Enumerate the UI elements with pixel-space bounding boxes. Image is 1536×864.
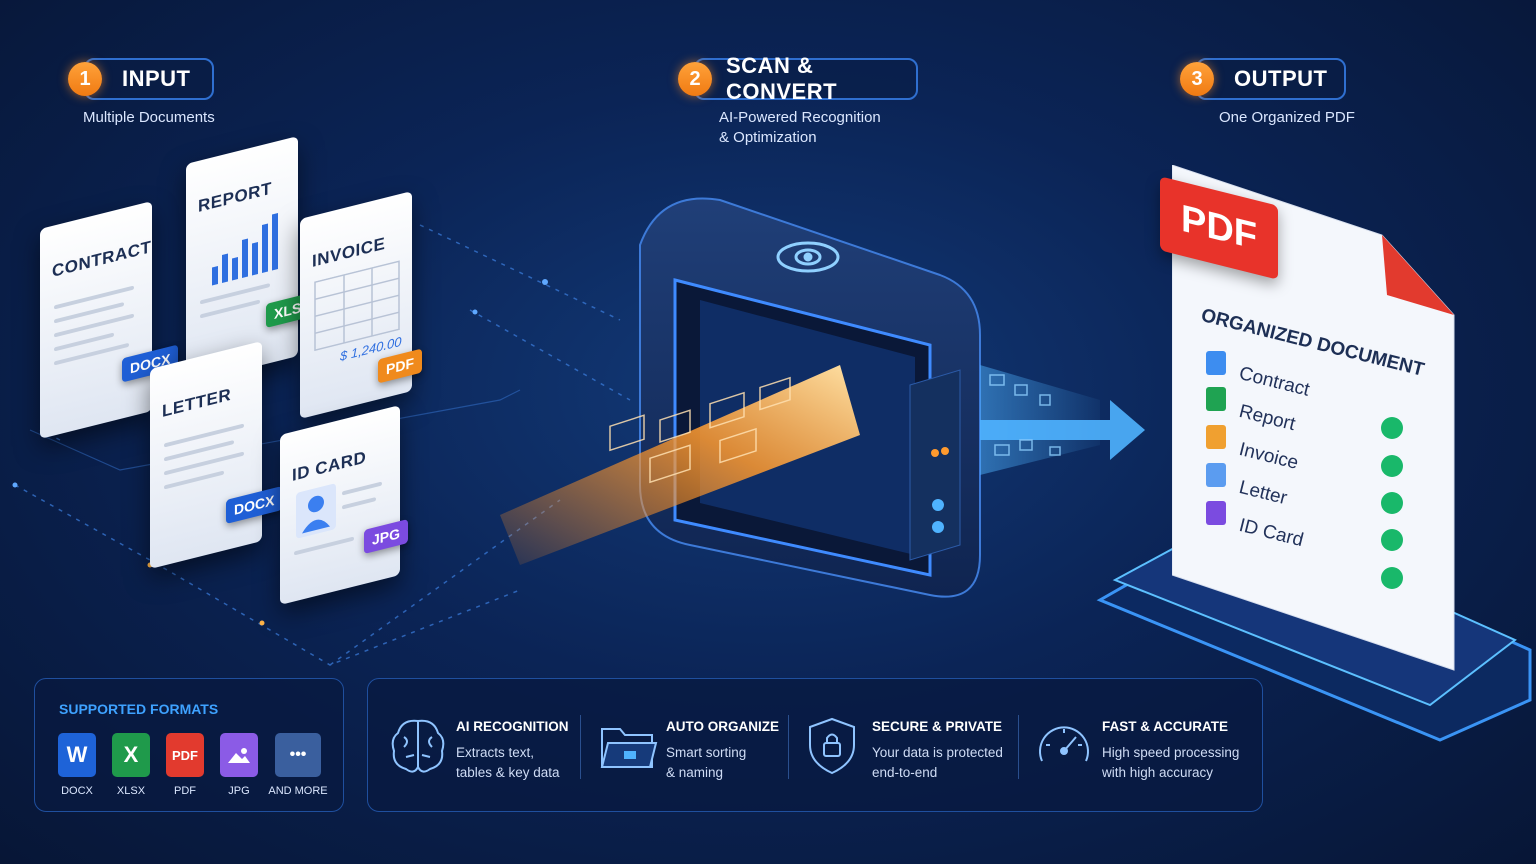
feature-title: AI RECOGNITION <box>456 719 569 734</box>
step-number-badge: 1 <box>68 62 102 96</box>
person-avatar-icon <box>296 483 336 539</box>
document-report: REPORT XLSX <box>186 136 319 384</box>
xlsx-file-icon <box>1206 387 1226 411</box>
feature-description: Extracts text, tables & key data <box>456 745 560 780</box>
invoice-table <box>314 260 400 352</box>
step-title: OUTPUT <box>1234 66 1328 91</box>
shield-lock-icon <box>809 717 855 775</box>
document-id-card: ID CARD JPG <box>280 405 409 605</box>
feature-description: High speed processing with high accuracy <box>1102 745 1240 780</box>
feature-title: AUTO ORGANIZE <box>666 719 780 734</box>
feature-auto-organize: AUTO ORGANIZE Smart sorting & naming <box>598 679 788 809</box>
invoice-file-icon <box>1206 425 1226 449</box>
scanner-device <box>500 197 1145 598</box>
letter-file-icon <box>1206 463 1226 487</box>
output-organized-pdf: PDF ORGANIZED DOCUMENT Contract Report I… <box>1160 165 1455 671</box>
document-letter: LETTER DOCX <box>150 341 283 569</box>
divider <box>580 715 581 779</box>
features-panel: AI RECOGNITION Extracts text, tables & k… <box>367 678 1263 812</box>
step-output-subtitle: One Organized PDF <box>1219 109 1355 126</box>
step-input-header: 1 INPUT <box>68 58 214 100</box>
format-pdf: PDF PDF <box>155 733 215 797</box>
step-output-header: 3 OUTPUT <box>1180 58 1346 100</box>
feature-title: FAST & ACCURATE <box>1102 719 1228 734</box>
step-scan-subtitle: AI-Powered Recognition & Optimization <box>719 109 881 146</box>
check-icon <box>1381 492 1403 514</box>
format-jpg: JPG <box>209 733 269 797</box>
step-number-badge: 3 <box>1180 62 1214 96</box>
more-icon: ••• <box>275 733 321 777</box>
step-title: SCAN & CONVERT <box>726 53 838 104</box>
step-scan-header: 2 SCAN & CONVERT <box>678 53 918 104</box>
supported-formats-panel: SUPPORTED FORMATS W DOCX X XLSX PDF PDF … <box>34 678 344 812</box>
format-docx: W DOCX <box>47 733 107 797</box>
document-contract: CONTRACT DOCX <box>40 201 179 439</box>
format-more: ••• AND MORE <box>263 733 333 797</box>
feature-ai-recognition: AI RECOGNITION Extracts text, tables & k… <box>388 679 588 809</box>
feature-fast-accurate: FAST & ACCURATE High speed processing wi… <box>1034 679 1244 809</box>
format-xlsx: X XLSX <box>101 733 161 797</box>
docx-file-icon <box>1206 351 1226 375</box>
step-title: INPUT <box>122 66 191 91</box>
feature-title: SECURE & PRIVATE <box>872 719 1003 734</box>
speedometer-icon <box>1039 726 1089 762</box>
word-icon: W <box>58 733 96 777</box>
bar-chart-icon <box>212 213 278 286</box>
step-number-badge: 2 <box>678 62 712 96</box>
document-invoice: INVOICE $ 1,240.00 PDF <box>300 191 422 419</box>
id-card-icon <box>1206 501 1226 525</box>
divider <box>1018 715 1019 779</box>
check-icon <box>1381 455 1403 477</box>
excel-icon: X <box>112 733 150 777</box>
brain-icon <box>391 719 445 773</box>
check-icon <box>1381 529 1403 551</box>
check-icon <box>1381 417 1403 439</box>
supported-formats-title: SUPPORTED FORMATS <box>59 701 219 717</box>
step-input-subtitle: Multiple Documents <box>83 109 215 126</box>
check-icon <box>1381 567 1403 589</box>
pdf-icon: PDF <box>166 733 204 777</box>
feature-description: Smart sorting & naming <box>666 745 747 780</box>
feature-secure-private: SECURE & PRIVATE Your data is protected … <box>804 679 1014 809</box>
feature-description: Your data is protected end-to-end <box>872 745 1003 780</box>
folder-icon <box>600 728 658 768</box>
image-icon <box>220 733 258 777</box>
divider <box>788 715 789 779</box>
